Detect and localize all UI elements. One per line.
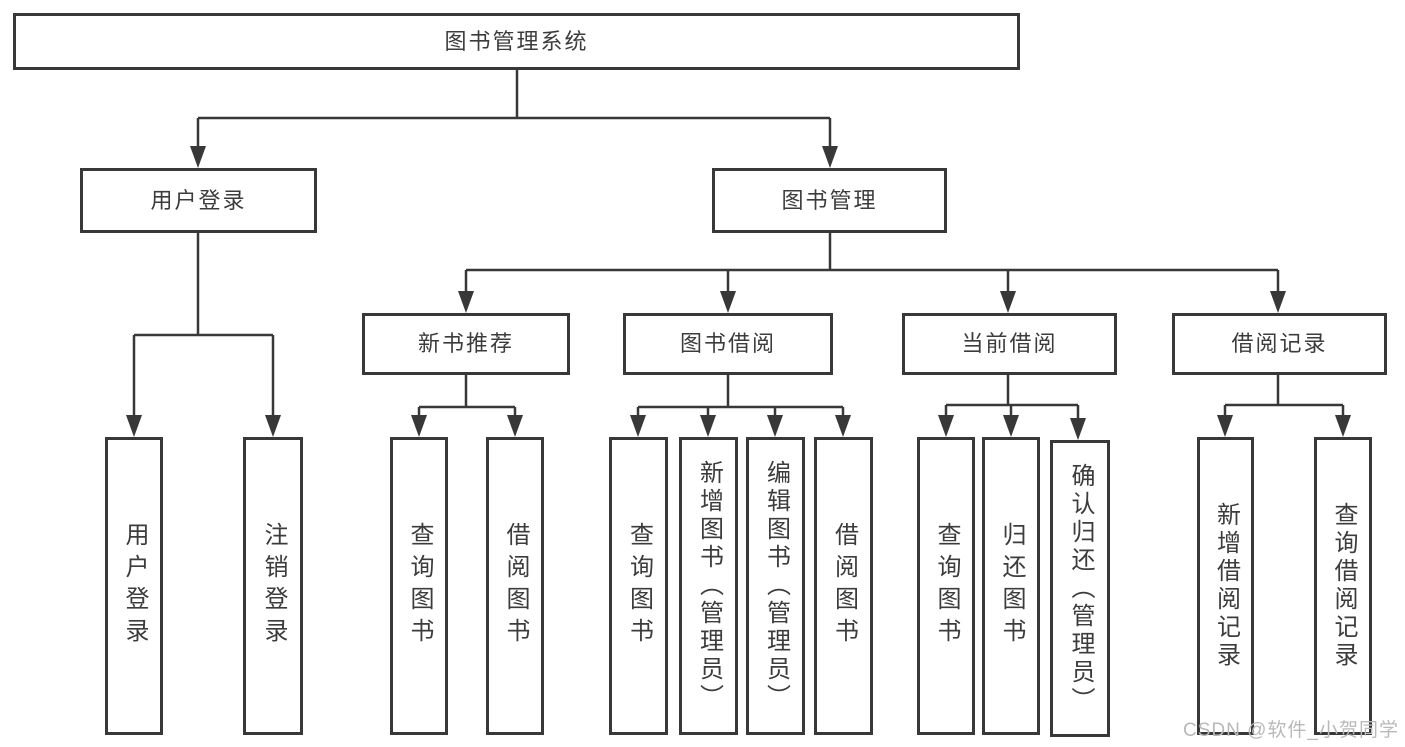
node-leaf-records-add-borrow-record: 新增借阅记录: [1197, 437, 1254, 735]
node-borrowing-records: 借阅记录: [1172, 313, 1387, 375]
node-current-borrowing: 当前借阅: [902, 313, 1117, 375]
node-new-book-recommend: 新书推荐: [362, 313, 570, 375]
node-leaf-current-return-books: 归还图书: [982, 437, 1040, 735]
node-book-management: 图书管理: [712, 168, 947, 233]
node-leaf-borrowing-edit-books-admin: 编辑图书（管理员）: [746, 437, 805, 735]
node-user-login: 用户登录: [80, 168, 317, 233]
arrowheads: [126, 146, 1351, 440]
node-leaf-current-query-books: 查询图书: [917, 437, 975, 735]
node-root: 图书管理系统: [13, 13, 1020, 70]
node-leaf-borrowing-add-books-admin: 新增图书（管理员）: [679, 437, 738, 735]
node-leaf-borrowing-borrow-books: 借阅图书: [814, 437, 873, 735]
node-leaf-logout: 注销登录: [243, 437, 303, 735]
node-leaf-recommend-query-books: 查询图书: [390, 437, 448, 735]
node-leaf-borrowing-query-books: 查询图书: [609, 437, 668, 735]
node-leaf-user-login: 用户登录: [105, 437, 163, 735]
node-leaf-recommend-borrow-books: 借阅图书: [486, 437, 544, 735]
node-leaf-records-query-borrow-record: 查询借阅记录: [1314, 437, 1372, 735]
watermark: CSDN @软件_小贺同学: [1183, 720, 1399, 741]
node-leaf-current-confirm-return-admin: 确认归还（管理员）: [1050, 440, 1110, 737]
node-book-borrowing: 图书借阅: [623, 313, 833, 375]
